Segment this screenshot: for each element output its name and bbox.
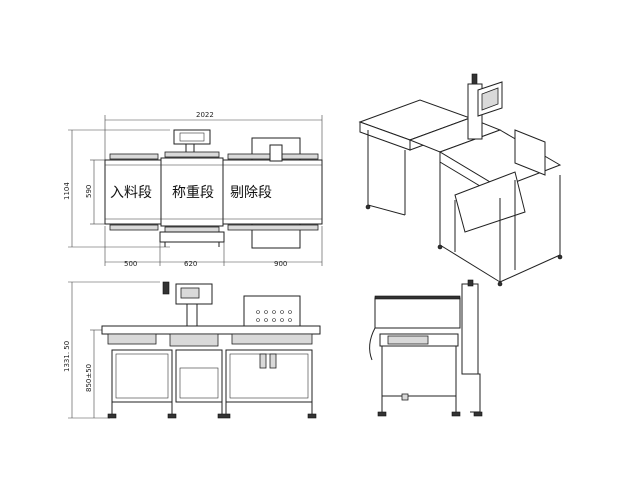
dim-total-height: 1104 [63, 182, 71, 200]
guide-bar [109, 153, 159, 160]
dim-front-belt-height: 850±50 [85, 364, 93, 392]
weigh-display-top [179, 132, 205, 142]
dim-total-width: 2022 [196, 111, 214, 119]
side-view [369, 279, 483, 417]
dim-infeed: 500 [124, 260, 137, 268]
frame-panel [115, 353, 169, 399]
isometric-view [358, 73, 563, 287]
iso-rail [367, 204, 406, 216]
iso-rail [439, 244, 501, 283]
iso-foot [365, 204, 371, 210]
guard-hole [288, 318, 292, 322]
guard-hole [264, 310, 268, 314]
foot [307, 413, 317, 419]
guard-hole [272, 318, 276, 322]
guide-bar [164, 151, 220, 158]
iso-rail [499, 254, 561, 283]
dim-reject: 900 [274, 260, 287, 268]
foot [167, 413, 177, 419]
label-reject: 剔除段 [230, 185, 272, 201]
side-foot [473, 411, 483, 417]
display-front [180, 287, 200, 299]
iso-foot [437, 244, 443, 250]
side-belt-plate [374, 297, 461, 329]
side-chute [462, 373, 481, 413]
iso-foot [557, 254, 563, 260]
label-weigh: 称重段 [172, 185, 214, 201]
frame-reject [225, 349, 313, 403]
weigh-head-top [173, 129, 211, 145]
weigh-section [160, 157, 224, 227]
frame-panel [229, 353, 309, 399]
reject-motor [231, 333, 313, 345]
guide-bar [227, 224, 319, 231]
guard-hole [264, 318, 268, 322]
iso-guard-panel [514, 129, 546, 176]
foot [107, 413, 117, 419]
infeed-section [104, 159, 162, 225]
guard-hole [280, 310, 284, 314]
foot [217, 413, 231, 419]
infeed-motor [107, 333, 157, 345]
guard-hole [272, 310, 276, 314]
signal-light-front [162, 281, 170, 295]
dim-belt-height: 590 [85, 185, 93, 198]
side-valve [401, 393, 409, 401]
weigh-motor [169, 333, 219, 347]
guard-hole [256, 318, 260, 322]
side-funnel [369, 327, 376, 361]
dim-front-total-height: 1331. 50 [63, 341, 71, 372]
side-motor [387, 335, 429, 345]
side-foot [451, 411, 461, 417]
guide-bar [164, 226, 220, 233]
frame-weigh [175, 349, 223, 403]
guide-bar [109, 224, 159, 231]
side-signal-light [467, 279, 474, 287]
guard-hole [280, 318, 284, 322]
iso-signal-light [471, 73, 478, 85]
base-plate-top [159, 231, 225, 243]
valve [269, 353, 277, 369]
iso-display [481, 87, 499, 111]
label-infeed: 入料段 [110, 185, 152, 201]
iso-foot [497, 281, 503, 287]
frame-infeed [111, 349, 173, 403]
iso-reject-tray [454, 171, 526, 233]
reject-pusher [269, 144, 283, 162]
guard-hole [288, 310, 292, 314]
side-column [461, 283, 479, 375]
dim-weigh: 620 [184, 260, 197, 268]
top-view: 2022 1104 590 [63, 111, 323, 268]
guard-hole [256, 310, 260, 314]
front-view: 1331. 50 850±50 [63, 281, 321, 419]
valve [259, 353, 267, 369]
side-belt-edge [374, 295, 461, 300]
iso-belt-side [359, 121, 411, 151]
side-foot [377, 411, 387, 417]
belt-front [101, 325, 321, 335]
frame-panel [179, 367, 219, 399]
